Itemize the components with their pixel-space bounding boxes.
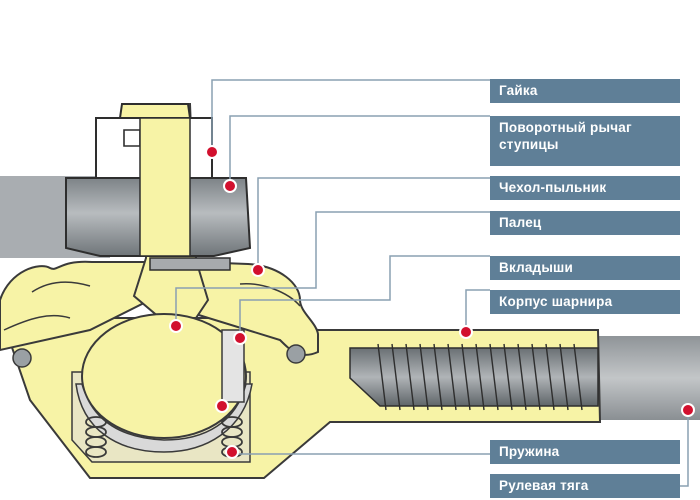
label-tie-rod: Рулевая тяга bbox=[490, 474, 680, 498]
boot-fold-3 bbox=[31, 281, 91, 293]
boot-ring-left bbox=[12, 348, 32, 368]
pin-through-nut bbox=[139, 117, 191, 257]
label-hub-lever-line2: ступицы bbox=[499, 137, 559, 152]
label-dust-boot: Чехол-пыльник bbox=[490, 176, 680, 200]
leader-pin bbox=[175, 211, 490, 326]
washer bbox=[149, 257, 231, 271]
boot-fold-2 bbox=[239, 283, 301, 307]
label-pin: Палец bbox=[490, 211, 680, 235]
marker-pin bbox=[169, 319, 183, 333]
label-liners: Вкладыши bbox=[490, 256, 680, 280]
thread-lines bbox=[377, 343, 583, 411]
label-joint-housing: Корпус шарнира bbox=[490, 290, 680, 314]
leader-tie-rod bbox=[680, 410, 689, 487]
leader-dust-boot bbox=[257, 177, 490, 268]
spring-left bbox=[85, 416, 107, 458]
pin-ball bbox=[81, 313, 247, 439]
markers bbox=[169, 145, 695, 459]
label-hub-lever-line1: Поворотный рычаг bbox=[499, 120, 632, 135]
marker-spring bbox=[225, 445, 239, 459]
leader-joint-housing bbox=[465, 289, 490, 332]
thread-bore bbox=[349, 347, 599, 407]
label-hub-lever: Поворотный рычаг ступицы bbox=[490, 116, 680, 166]
label-nut: Гайка bbox=[490, 79, 680, 103]
marker-liners-lower bbox=[215, 399, 229, 413]
nut-castle-top bbox=[118, 103, 192, 119]
marker-liners bbox=[233, 331, 247, 345]
liner-right bbox=[221, 329, 245, 403]
marker-joint-housing bbox=[459, 325, 473, 339]
label-spring: Пружина bbox=[490, 440, 680, 464]
marker-hub-lever bbox=[223, 179, 237, 193]
marker-dust-boot bbox=[251, 263, 265, 277]
leader-lines bbox=[175, 79, 689, 487]
boot-fold-1 bbox=[3, 314, 71, 331]
leader-liners bbox=[239, 255, 490, 338]
marker-nut bbox=[205, 145, 219, 159]
liner-cup bbox=[75, 383, 253, 453]
marker-tie-rod bbox=[681, 403, 695, 417]
leader-hub-lever bbox=[229, 115, 490, 185]
boot-ring-right bbox=[286, 344, 306, 364]
leader-nut bbox=[211, 79, 490, 152]
